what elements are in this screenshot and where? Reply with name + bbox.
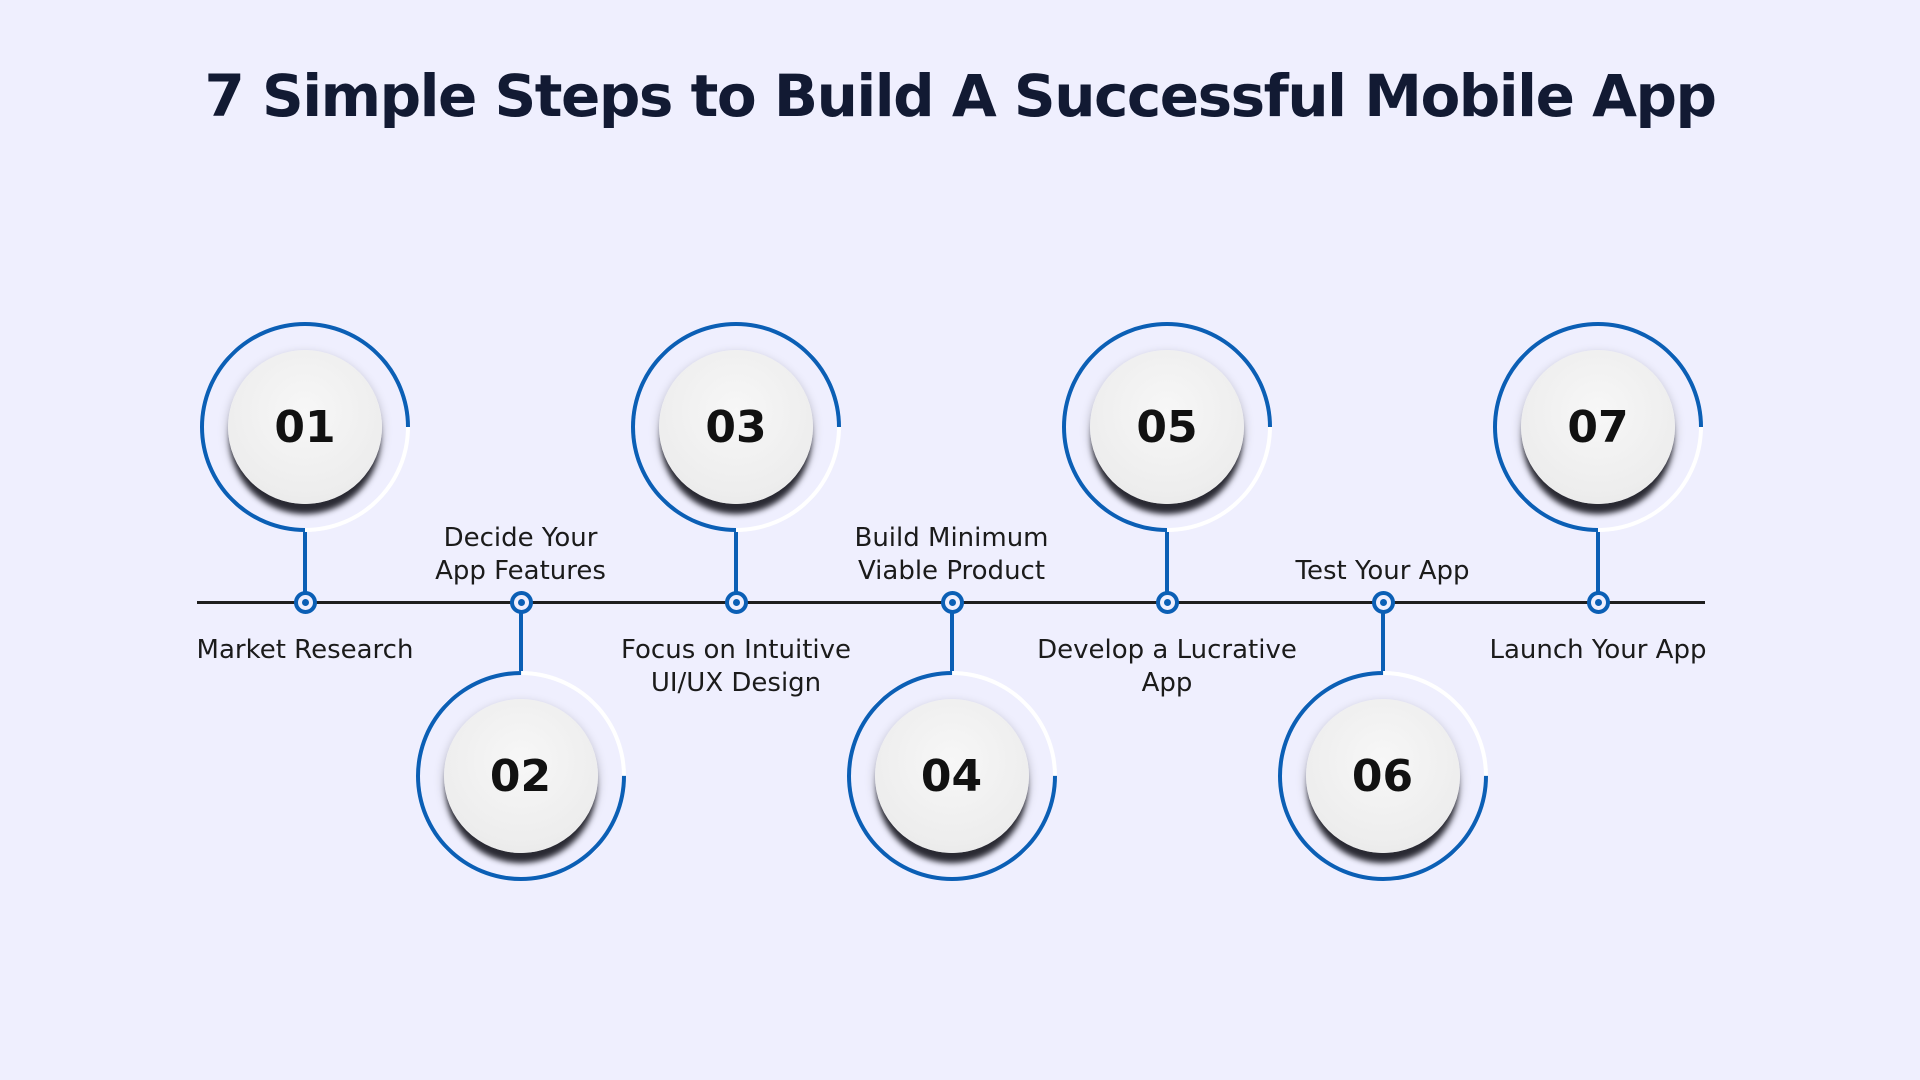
step-label: Decide Your App Features bbox=[435, 523, 606, 586]
page-title: 7 Simple Steps to Build A Successful Mob… bbox=[204, 62, 1717, 130]
step-connector bbox=[1165, 532, 1169, 602]
step-number-badge: 04 bbox=[874, 699, 1029, 853]
step-label: Build Minimum Viable Product bbox=[854, 523, 1049, 586]
step-label: Test Your App bbox=[1295, 556, 1470, 586]
step-connector bbox=[734, 532, 738, 602]
step-number-badge: 02 bbox=[443, 699, 598, 853]
step-number-badge: 06 bbox=[1305, 699, 1460, 853]
step-connector bbox=[1596, 532, 1600, 602]
step-label: Focus on Intuitive UI/UX Design bbox=[620, 635, 851, 698]
step-number-badge: 01 bbox=[228, 350, 382, 504]
step-connector bbox=[1380, 602, 1385, 671]
step-number-badge: 07 bbox=[1521, 350, 1675, 504]
step-label: Launch Your App bbox=[1489, 635, 1707, 665]
step-marker-dot bbox=[725, 591, 748, 614]
step-connector bbox=[949, 602, 954, 671]
step-label: Market Research bbox=[196, 635, 414, 665]
step-marker-dot bbox=[294, 591, 317, 614]
step-marker-dot bbox=[940, 591, 964, 614]
step-marker-dot bbox=[1371, 591, 1395, 614]
step-connector bbox=[303, 532, 307, 602]
step-marker-dot bbox=[1587, 591, 1610, 614]
step-number-badge: 05 bbox=[1090, 350, 1244, 504]
step-label: Develop a Lucrative App bbox=[1037, 635, 1297, 698]
step-marker-dot bbox=[509, 591, 533, 614]
step-marker-dot bbox=[1156, 591, 1179, 614]
step-number-badge: 03 bbox=[659, 350, 813, 504]
step-connector bbox=[518, 602, 523, 671]
